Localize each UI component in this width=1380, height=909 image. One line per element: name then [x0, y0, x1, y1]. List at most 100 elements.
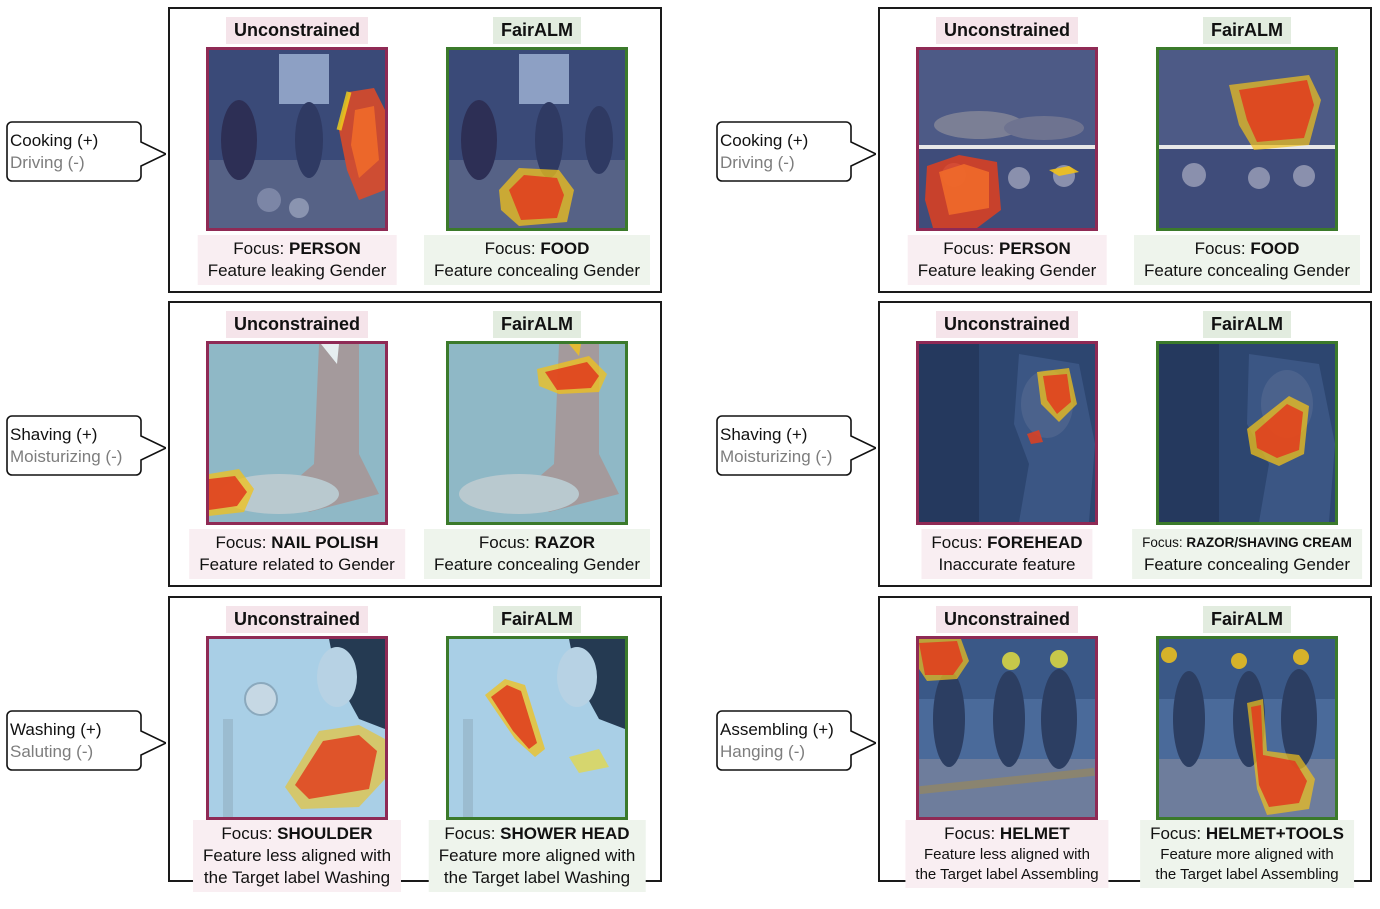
fairalm-heatmap-image	[1156, 636, 1338, 820]
unconstrained-heatmap-image	[916, 341, 1098, 525]
focus-feature: SHOWER HEAD	[500, 824, 630, 843]
focus-prefix: Focus:	[478, 533, 535, 552]
positive-label: Cooking (+)	[720, 131, 809, 150]
fairalm-header: FairALM	[1203, 17, 1291, 44]
focus-prefix: Focus:	[1150, 824, 1206, 843]
focus-prefix: Focus:	[1142, 535, 1187, 550]
unconstrained-caption: Focus: NAIL POLISH Feature related to Ge…	[189, 529, 405, 579]
comparison-panel-shaving-right: Unconstrained Focus: FOREHEAD Inaccurate…	[878, 301, 1372, 587]
negative-label: Driving (-)	[720, 153, 795, 172]
fairalm-caption: Focus: SHOWER HEAD Feature more aligned …	[428, 820, 646, 892]
fairalm-header: FairALM	[1203, 606, 1291, 633]
fairalm-column: FairALM Focus: FOOD Feature concealing G…	[1128, 9, 1366, 291]
caption-line: Feature leaking Gender	[917, 261, 1097, 280]
negative-label: Moisturizing (-)	[720, 447, 833, 466]
focus-feature: FOOD	[540, 239, 590, 258]
unconstrained-header: Unconstrained	[225, 311, 369, 338]
fairalm-caption: Focus: FOOD Feature concealing Gender	[1133, 235, 1361, 285]
unconstrained-caption: Focus: PERSON Feature leaking Gender	[197, 235, 397, 285]
fairalm-heatmap-image	[1156, 47, 1338, 231]
negative-label: Driving (-)	[10, 153, 85, 172]
caption-line: Feature concealing Gender	[433, 555, 641, 574]
unconstrained-heatmap-image	[916, 636, 1098, 820]
positive-label: Cooking (+)	[10, 131, 99, 150]
caption-line: Feature concealing Gender	[1143, 555, 1351, 574]
caption-line-3: the Target label Assembling	[915, 866, 1099, 883]
speech-bubble-icon	[6, 710, 166, 771]
fairalm-caption: Focus: RAZOR/SHAVING CREAM Feature conce…	[1132, 529, 1362, 579]
caption-line-3: the Target label Assembling	[1155, 866, 1339, 883]
focus-prefix: Focus:	[944, 824, 1000, 843]
unconstrained-header: Unconstrained	[225, 17, 369, 44]
label-bubble-washing: Washing (+) Saluting (-)	[6, 709, 184, 773]
caption-line: Inaccurate feature	[938, 555, 1076, 574]
caption-line-3: the Target label Washing	[443, 868, 631, 887]
focus-prefix: Focus:	[484, 239, 541, 258]
speech-bubble-icon	[716, 121, 876, 182]
label-bubble-assembling: Assembling (+) Hanging (-)	[716, 709, 894, 773]
fairalm-heatmap-image	[446, 636, 628, 820]
speech-bubble-icon	[6, 415, 166, 476]
negative-label: Hanging (-)	[720, 742, 806, 761]
focus-prefix: Focus:	[215, 533, 272, 552]
unconstrained-column: Unconstrained Focus: PERSON Feature leak…	[178, 9, 416, 291]
fairalm-column: FairALM Focus: RAZOR Feature concealing …	[418, 303, 656, 585]
caption-line: Feature concealing Gender	[433, 261, 641, 280]
focus-prefix: Focus:	[931, 533, 988, 552]
fairalm-header: FairALM	[493, 606, 581, 633]
speech-bubble-icon	[6, 121, 166, 182]
unconstrained-caption: Focus: HELMET Feature less aligned with …	[905, 820, 1109, 888]
unconstrained-heatmap-image	[206, 636, 388, 820]
fairalm-column: FairALM Focus: HELMET+TOOLS Feature more…	[1128, 598, 1366, 888]
focus-feature: PERSON	[288, 239, 361, 258]
fairalm-caption: Focus: HELMET+TOOLS Feature more aligned…	[1140, 820, 1354, 888]
positive-label: Assembling (+)	[720, 720, 834, 739]
caption-line: Feature less aligned with	[202, 846, 392, 865]
unconstrained-caption: Focus: PERSON Feature leaking Gender	[907, 235, 1107, 285]
focus-feature: PERSON	[998, 239, 1071, 258]
fairalm-header: FairALM	[1203, 311, 1291, 338]
comparison-panel-assembling: Unconstrained Focus: HELMET Feature less…	[878, 596, 1372, 888]
unconstrained-heatmap-image	[206, 47, 388, 231]
unconstrained-heatmap-image	[916, 47, 1098, 231]
unconstrained-caption: Focus: FOREHEAD Inaccurate feature	[921, 529, 1093, 579]
positive-label: Shaving (+)	[10, 425, 98, 444]
fairalm-column: FairALM Focus: SHOWER HEAD Feature more …	[418, 598, 656, 892]
unconstrained-header: Unconstrained	[225, 606, 369, 633]
negative-label: Saluting (-)	[10, 742, 94, 761]
caption-line-3: the Target label Washing	[203, 868, 391, 887]
caption-line: Feature less aligned with	[924, 846, 1090, 863]
caption-line: Feature concealing Gender	[1143, 261, 1351, 280]
focus-feature: HELMET+TOOLS	[1205, 824, 1344, 843]
comparison-panel-cooking-left: Unconstrained Focus: PERSON Feature leak…	[168, 7, 662, 293]
focus-prefix: Focus:	[1194, 239, 1251, 258]
caption-line: Feature more aligned with	[438, 846, 636, 865]
label-bubble-shaving-left: Shaving (+) Moisturizing (-)	[6, 414, 184, 478]
unconstrained-column: Unconstrained Focus: HELMET Feature less…	[888, 598, 1126, 888]
fairalm-header: FairALM	[493, 311, 581, 338]
negative-label: Moisturizing (-)	[10, 447, 123, 466]
fairalm-heatmap-image	[446, 47, 628, 231]
focus-feature: HELMET	[999, 824, 1070, 843]
fairalm-header: FairALM	[493, 17, 581, 44]
fairalm-column: FairALM Focus: FOOD Feature concealing G…	[418, 9, 656, 291]
unconstrained-column: Unconstrained Focus: PERSON Feature leak…	[888, 9, 1126, 291]
focus-feature: FOREHEAD	[987, 533, 1083, 552]
positive-label: Shaving (+)	[720, 425, 808, 444]
positive-label: Washing (+)	[10, 720, 102, 739]
focus-prefix: Focus:	[221, 824, 278, 843]
unconstrained-column: Unconstrained Focus: FOREHEAD Inaccurate…	[888, 303, 1126, 585]
fairalm-caption: Focus: RAZOR Feature concealing Gender	[423, 529, 651, 579]
fairalm-heatmap-image	[1156, 341, 1338, 525]
focus-feature: FOOD	[1250, 239, 1300, 258]
comparison-panel-cooking-right: Unconstrained Focus: PERSON Feature leak…	[878, 7, 1372, 293]
caption-line: Feature related to Gender	[199, 555, 395, 574]
label-bubble-cooking-right: Cooking (+) Driving (-)	[716, 120, 894, 184]
fairalm-column: FairALM Focus: RAZOR/SHAVING CREAM Featu…	[1128, 303, 1366, 585]
caption-line: Feature leaking Gender	[207, 261, 387, 280]
label-bubble-cooking-left: Cooking (+) Driving (-)	[6, 120, 184, 184]
comparison-panel-shaving-left: Unconstrained Focus: NAIL POLISH Feature…	[168, 301, 662, 587]
focus-feature: RAZOR	[534, 533, 596, 552]
focus-feature: NAIL POLISH	[271, 533, 379, 552]
focus-prefix: Focus:	[943, 239, 999, 258]
